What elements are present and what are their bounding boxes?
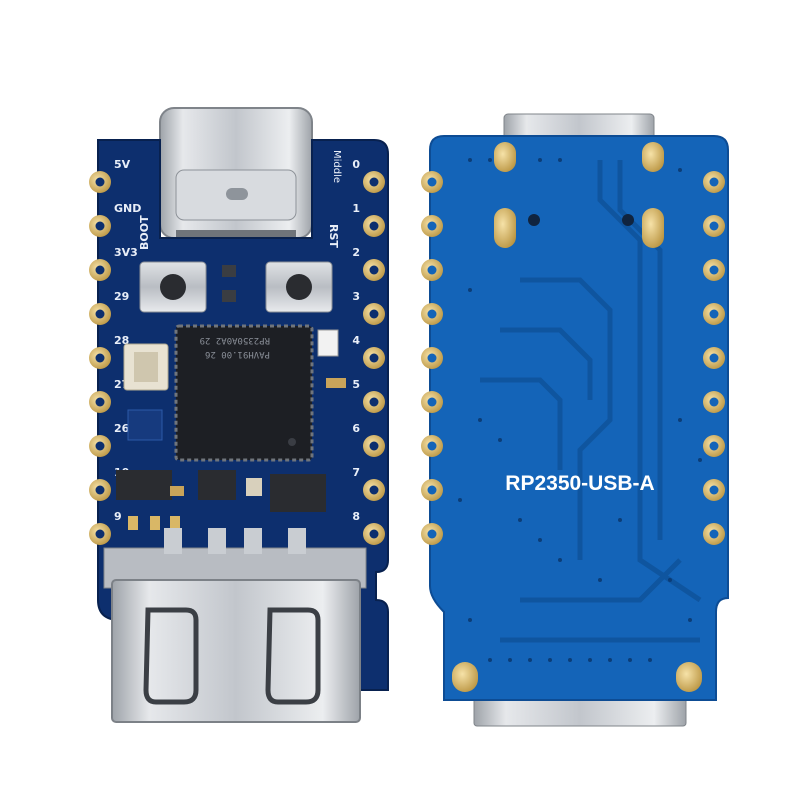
pin-label-1: 1 xyxy=(352,202,360,215)
rst-label: RST xyxy=(327,224,340,248)
chip-line-2: PAVH91.00 26 xyxy=(205,349,270,359)
pin-label-8: 8 xyxy=(352,510,360,523)
rst-button xyxy=(265,261,333,313)
pin-label-0: 0 xyxy=(352,158,360,171)
rp2350-chip: RP2350A0A2 29 PAVH91.00 26 xyxy=(174,324,314,462)
pin-label-5v: 5V xyxy=(114,158,131,171)
back-traces xyxy=(480,160,702,643)
smd-components xyxy=(116,265,346,530)
boot-button xyxy=(139,261,207,313)
front-left-pins xyxy=(89,171,111,545)
back-right-pins xyxy=(703,171,725,545)
pin-label-4: 4 xyxy=(352,334,360,347)
front-right-pins xyxy=(363,171,385,545)
pin-label-26: 26 xyxy=(114,422,130,435)
pin-label-3v3: 3V3 xyxy=(114,246,138,259)
usb-a-connector xyxy=(103,528,367,723)
back-board: RP2350-USB-A xyxy=(421,113,729,727)
pin-label-2: 2 xyxy=(352,246,360,259)
pin-label-9: 9 xyxy=(114,510,122,523)
usb-c-connector xyxy=(159,107,313,244)
back-pcb xyxy=(429,135,729,701)
back-pads xyxy=(452,142,702,692)
chip-line-1: RP2350A0A2 29 xyxy=(200,335,270,345)
pin-label-7: 7 xyxy=(352,466,360,479)
pin-label-3: 3 xyxy=(352,290,360,303)
back-left-pins xyxy=(421,171,443,545)
pin-label-5: 5 xyxy=(352,378,360,391)
front-right-pin-labels: 0 1 2 3 4 5 6 7 8 xyxy=(352,158,360,523)
boot-label: BOOT xyxy=(138,215,151,250)
pin-label-gnd: GND xyxy=(114,202,141,215)
pin-label-6: 6 xyxy=(352,422,360,435)
front-board: 5V GND 3V3 29 28 27 26 10 9 0 1 2 3 4 5 … xyxy=(89,107,389,723)
back-board-title: RP2350-USB-A xyxy=(505,472,654,495)
back-vias xyxy=(458,158,702,662)
pin-label-29: 29 xyxy=(114,290,129,303)
middle-label: Middle xyxy=(331,150,342,183)
